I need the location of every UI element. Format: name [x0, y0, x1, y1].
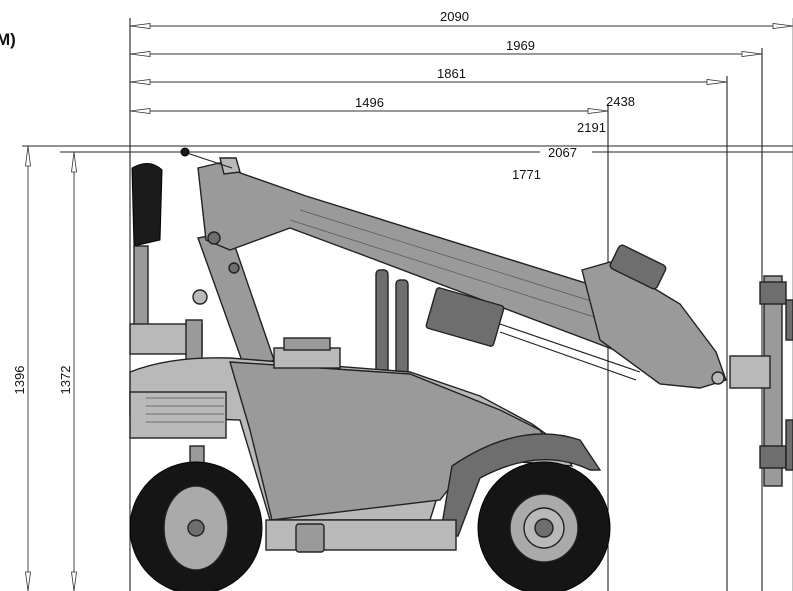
- dim-2090: 2090: [129, 9, 793, 29]
- rear-panel: [129, 391, 227, 439]
- heading-fragment: M): [0, 30, 16, 49]
- dim-1496-label: 1496: [355, 95, 384, 110]
- height-label-2191: 2191: [577, 120, 606, 135]
- seat-backrest: [131, 163, 163, 247]
- dim-1396: 1396: [12, 145, 31, 591]
- dim-1396-label: 1396: [12, 366, 27, 395]
- lift-cylinder-2: [395, 279, 409, 377]
- dim-2090-label: 2090: [440, 9, 469, 24]
- dim-1372-label: 1372: [58, 366, 73, 395]
- telehandler-illustration: [129, 147, 793, 591]
- extension-cylinder: [425, 287, 505, 347]
- tower-arm: [197, 231, 275, 373]
- height-label-2067: 2067: [548, 145, 577, 160]
- dim-1372: 1372: [58, 151, 77, 591]
- dim-1969: 1969: [129, 38, 763, 57]
- front-fender: [439, 433, 602, 537]
- dim-1496: 1496: [129, 95, 609, 114]
- dim-1861-label: 1861: [437, 66, 466, 81]
- dim-1969-label: 1969: [506, 38, 535, 53]
- boom-arm: [197, 159, 651, 353]
- chassis-rail: [265, 519, 457, 551]
- height-label-1771: 1771: [512, 167, 541, 182]
- height-label-2438: 2438: [606, 94, 635, 109]
- lift-cylinder-1: [375, 269, 389, 375]
- dim-1861: 1861: [129, 66, 728, 85]
